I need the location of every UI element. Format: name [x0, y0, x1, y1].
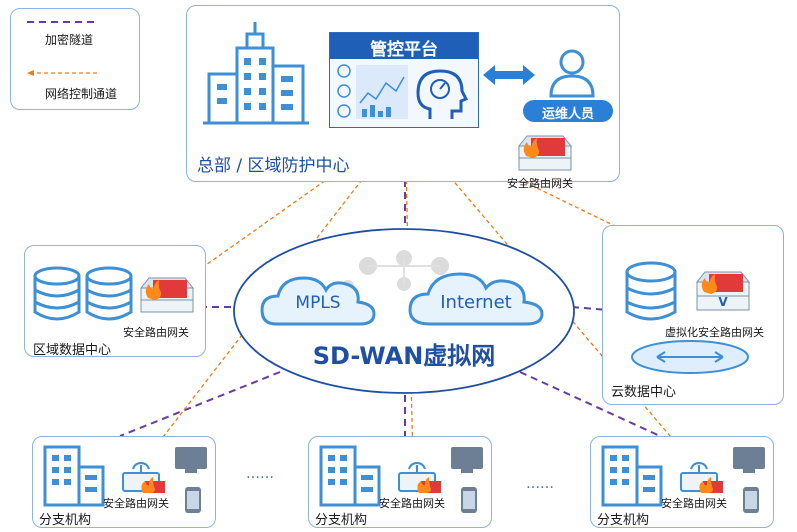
- branch-title: 分支机构: [315, 513, 368, 528]
- branch-devices-icon: [733, 447, 765, 513]
- hq-title: 总部 / 区域防护中心: [197, 156, 350, 176]
- branch-building-icon: [43, 445, 105, 507]
- platform-title-bar: [330, 33, 478, 59]
- ops-pill: [523, 100, 613, 122]
- branch-title: 分支机构: [597, 513, 650, 528]
- cloud-database-icon: [625, 261, 677, 321]
- branch-building-icon: [601, 445, 663, 507]
- hq-router-icon: [517, 135, 573, 171]
- tunnel-branch-3: [519, 371, 661, 437]
- dashboard-icon: [337, 64, 469, 119]
- sdwan-network: MPLS Internet SD-WAN虚拟网: [233, 228, 575, 394]
- sdwan-label: SD-WAN虚拟网: [313, 342, 496, 370]
- legend-tunnel-label: 加密隧道: [45, 33, 94, 47]
- branch-gateway-label: 安全路由网关: [103, 497, 169, 510]
- branch-building-icon: [319, 445, 381, 507]
- branch-router-icon: [398, 462, 441, 493]
- legend-control-label: 网络控制通道: [45, 87, 118, 101]
- internet-label: Internet: [440, 292, 511, 313]
- mpls-label: MPLS: [295, 293, 340, 313]
- branch-title: 分支机构: [39, 513, 92, 528]
- branch-devices-icon: [175, 447, 207, 513]
- branch-gateway-label: 安全路由网关: [661, 497, 727, 510]
- regional-gateway-label: 安全路由网关: [123, 326, 189, 339]
- hq-box: 管控平台 运维人员 总部 / 区域防护中心: [186, 5, 620, 190]
- branch-box-1: 安全路由网关 分支机构: [32, 436, 216, 528]
- regional-router-icon: [139, 277, 195, 313]
- branch-router-icon: [680, 462, 723, 493]
- branch-box-3: 安全路由网关 分支机构: [590, 436, 774, 528]
- legend: 加密隧道 网络控制通道: [10, 8, 140, 110]
- building-icon: [203, 22, 309, 125]
- platform-panel: 管控平台: [329, 32, 479, 128]
- person-icon: [549, 49, 595, 98]
- ops-label: 运维人员: [541, 107, 594, 122]
- internet-cloud: [408, 272, 544, 326]
- cloud-platform-icon: [631, 340, 749, 374]
- hq-gateway-label: 安全路由网关: [507, 177, 573, 190]
- svg-text:V: V: [718, 295, 728, 309]
- cloud-gateway-label: 虚拟化安全路由网关: [665, 326, 764, 339]
- virtual-router-icon: V: [695, 271, 751, 311]
- double-arrow-icon: [483, 65, 535, 85]
- tunnel-legend-line: [27, 21, 97, 23]
- branch-box-2: 安全路由网关 分支机构: [308, 436, 492, 528]
- database-icon: [33, 266, 133, 321]
- ellipsis-2: ……: [526, 476, 554, 492]
- platform-title: 管控平台: [370, 40, 438, 60]
- mpls-cloud: [260, 276, 376, 326]
- sdwan-ellipse: [233, 228, 575, 394]
- regional-dc-box: 安全路由网关 区域数据中心: [24, 245, 206, 358]
- ellipsis-1: ……: [246, 466, 274, 482]
- cloud-dc-title: 云数据中心: [611, 385, 677, 400]
- branch-gateway-label: 安全路由网关: [379, 497, 445, 510]
- branch-devices-icon: [451, 447, 483, 513]
- cloud-dc-box: V 虚拟化安全路由网关 云数据中心: [602, 225, 784, 405]
- control-legend-line: [27, 70, 97, 76]
- tunnel-branch-1: [119, 371, 281, 437]
- branch-router-icon: [122, 462, 165, 493]
- regional-dc-title: 区域数据中心: [33, 343, 112, 358]
